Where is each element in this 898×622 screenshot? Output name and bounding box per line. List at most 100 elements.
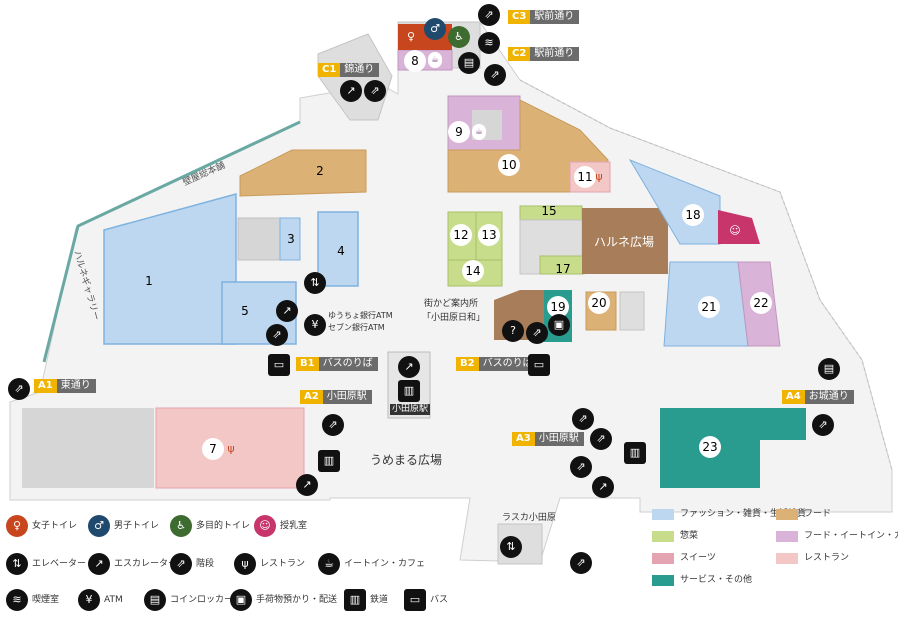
stairs-icon[interactable]: ⇗ [364, 80, 386, 102]
railway-icon[interactable]: ▥ [318, 450, 340, 472]
railway-icon[interactable]: ▥ [624, 442, 646, 464]
restaurant-icon: ψ [595, 170, 603, 183]
shop-number[interactable]: 10 [498, 154, 520, 176]
exit-name: 小田原駅 [322, 390, 372, 404]
shop-number[interactable]: 14 [462, 260, 484, 282]
station-label: 小田原駅 [390, 404, 431, 415]
shop-number[interactable]: 18 [682, 204, 704, 226]
elevator-icon[interactable]: ⇅ [304, 272, 326, 294]
stairs-icon[interactable]: ⇗ [478, 4, 500, 26]
shop-number[interactable]: 7 [202, 438, 224, 460]
coin-locker-icon[interactable]: ▤ [458, 52, 480, 74]
stairs-icon[interactable]: ⇗ [8, 378, 30, 400]
stairs-icon[interactable]: ⇗ [570, 456, 592, 478]
atm-icon[interactable]: ¥ [304, 314, 326, 336]
legend-category-label: スイーツ [680, 553, 716, 563]
escalator-icon[interactable]: ↗ [592, 476, 614, 498]
lasca-label: ラスカ小田原 [502, 513, 556, 523]
shop-number[interactable]: 22 [750, 292, 772, 314]
escalator-icon[interactable]: ↗ [276, 300, 298, 322]
harune-plaza-label: ハルネ広場 [594, 235, 655, 249]
shop-number[interactable]: 11 [574, 166, 596, 188]
shop-number[interactable]: 4 [337, 244, 345, 258]
shop-2-area [239, 149, 367, 197]
shop-number[interactable]: 12 [450, 224, 472, 246]
elevator-icon[interactable]: ⇅ [500, 536, 522, 558]
shop-number[interactable]: 23 [699, 436, 721, 458]
stairs-icon[interactable]: ⇗ [526, 322, 548, 344]
exit-code: A3 [512, 432, 535, 446]
luggage-icon[interactable]: ▣ [548, 314, 570, 336]
smoking-room-icon[interactable]: ≋ [478, 32, 500, 54]
stairs-icon[interactable]: ⇗ [484, 64, 506, 86]
mens-toilet-icon: ♂ [88, 515, 110, 537]
stairs-icon[interactable]: ⇗ [266, 324, 288, 346]
legend-icon-label: イートイン・カフェ [344, 559, 426, 569]
shop-3-edge [279, 217, 301, 261]
legend-swatch [652, 509, 674, 520]
restaurant-icon: ψ [234, 553, 256, 575]
help-icon[interactable]: ? [502, 320, 524, 342]
exit-code: A2 [300, 390, 323, 404]
escalator-icon[interactable]: ↗ [398, 356, 420, 378]
shop-10-area [447, 99, 609, 193]
womens-toilet-icon[interactable]: ♀ [400, 26, 422, 48]
stairs-icon[interactable]: ⇗ [572, 408, 594, 430]
shop-number[interactable]: 21 [698, 296, 720, 318]
escalator-icon[interactable]: ↗ [340, 80, 362, 102]
exit-code: A1 [34, 379, 57, 393]
shop-number[interactable]: 19 [547, 296, 569, 318]
legend-swatch [776, 553, 798, 564]
railway-icon: ▥ [344, 589, 366, 611]
gray-20 [619, 291, 645, 331]
stairs-icon[interactable]: ⇗ [590, 428, 612, 450]
coin-locker-icon[interactable]: ▤ [818, 358, 840, 380]
accessible-toilet-icon: ♿ [170, 515, 192, 537]
railway-icon[interactable]: ▥ [398, 380, 420, 402]
shop-number[interactable]: 17 [555, 262, 571, 276]
stairs-icon[interactable]: ⇗ [322, 414, 344, 436]
shop-number[interactable]: 15 [541, 204, 557, 218]
legend-icon-label: レストラン [260, 559, 306, 569]
harune-plaza-area [582, 208, 668, 274]
exit-name: 東通り [56, 379, 96, 393]
shop-number[interactable]: 1 [145, 274, 153, 288]
info-label-line2: 「小田原日和」 [422, 313, 486, 323]
eat-in-cafe-icon: ☕ [428, 52, 442, 68]
elevator-icon: ⇅ [6, 553, 28, 575]
shop-7-area [155, 407, 305, 489]
stairs-icon[interactable]: ⇗ [812, 414, 834, 436]
shop-number[interactable]: 13 [478, 224, 500, 246]
escalator-icon[interactable]: ↗ [296, 474, 318, 496]
exit-code: B2 [456, 357, 479, 371]
shop-number[interactable]: 5 [241, 304, 249, 318]
legend-icon-label: 階段 [196, 559, 215, 569]
shop-number[interactable]: 2 [316, 164, 324, 178]
atm-icon: ¥ [78, 589, 100, 611]
exit-name: 小田原駅 [534, 432, 584, 446]
accessible-toilet-icon[interactable]: ♿ [448, 26, 470, 48]
shop-number[interactable]: 3 [287, 232, 295, 246]
legend-icon-label: 手荷物預かり・配送 [256, 595, 338, 605]
nursing-room-icon[interactable]: ☺ [724, 220, 746, 242]
stairs-icon[interactable]: ⇗ [570, 552, 592, 574]
shop-number[interactable]: 8 [404, 50, 426, 72]
bus-icon[interactable]: ▭ [528, 354, 550, 376]
shop-number[interactable]: 9 [448, 121, 470, 143]
bus-icon[interactable]: ▭ [268, 354, 290, 376]
legend-icon-label: 鉄道 [370, 595, 389, 605]
gray-block-left [22, 408, 154, 488]
exit-code: B1 [296, 357, 319, 371]
shop-number[interactable]: 20 [588, 292, 610, 314]
mens-toilet-icon[interactable]: ♂ [424, 18, 446, 40]
legend-icon-label: 多目的トイレ [196, 521, 251, 531]
